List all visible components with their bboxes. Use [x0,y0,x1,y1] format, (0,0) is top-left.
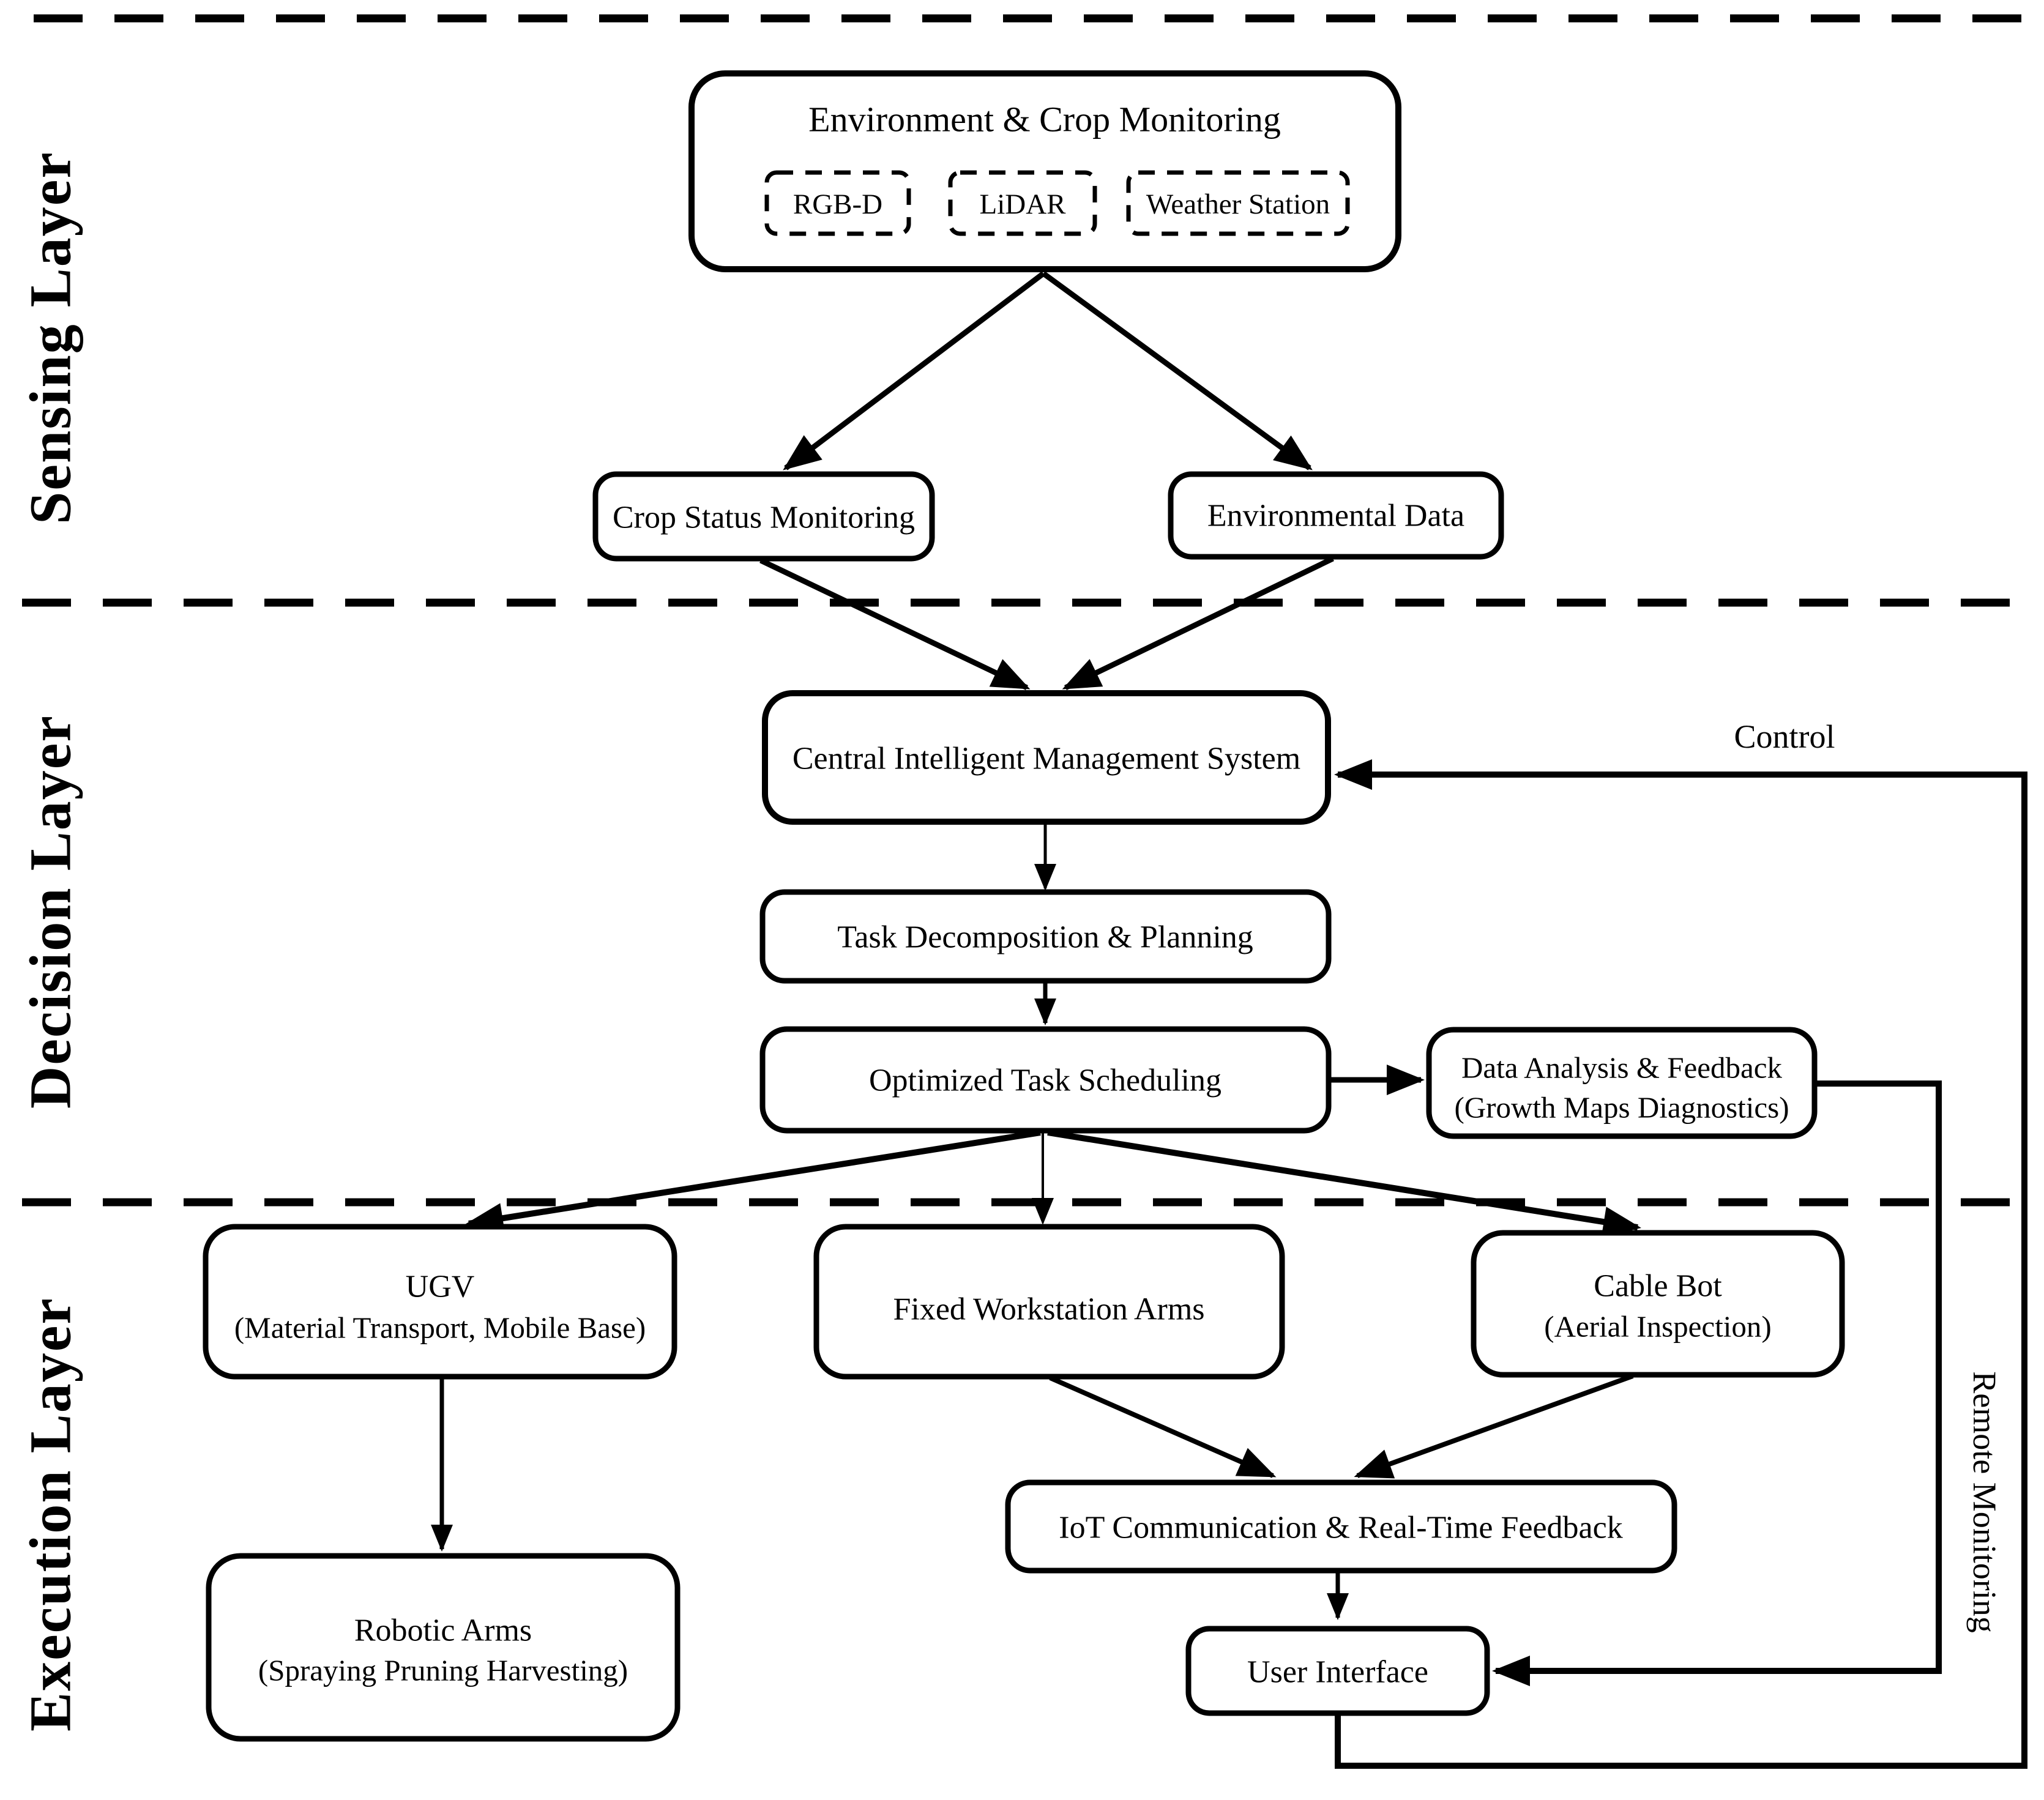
node-data-analysis-feedback-box [1426,1027,1818,1139]
node-crop-status-monitoring-label: Crop Status Monitoring [613,500,915,535]
node-environmental-data-box [1168,471,1504,560]
node-robotic-arms-box [206,1553,681,1742]
layer-label-sensing: Sensing Layer [18,151,83,524]
layer-label-decision: Decision Layer [18,715,83,1109]
node-cable-bot-line2: (Aerial Inspection) [1544,1310,1771,1344]
node-central-intelligent-management-system: Central Intelligent Management System [762,690,1331,825]
node-iot-communication-box [1005,1479,1677,1574]
node-optimized-task-scheduling-box [759,1026,1332,1134]
node-central-intelligent-management-system-label: Central Intelligent Management System [793,742,1300,776]
sensor-chip-weather-station: Weather Station [1126,170,1350,236]
node-data-analysis-feedback: Data Analysis & Feedback (Growth Maps Di… [1426,1027,1818,1139]
node-environmental-data-label: Environmental Data [1207,499,1464,534]
node-iot-communication: IoT Communication & Real-Time Feedback [1005,1479,1677,1574]
node-ugv: UGV (Material Transport, Mobile Base) [203,1224,677,1380]
sensor-chip-lidar: LiDAR [948,170,1097,236]
sensor-chip-weather-station-box [1126,170,1350,236]
node-robotic-arms-line2: (Spraying Pruning Harvesting) [258,1654,628,1687]
node-ugv-box [203,1224,677,1380]
node-environment-crop-monitoring-title: Environment & Crop Monitoring [808,100,1281,139]
node-robotic-arms: Robotic Arms (Spraying Pruning Harvestin… [206,1553,681,1742]
edges [431,271,2027,1769]
node-optimized-task-scheduling-label: Optimized Task Scheduling [869,1063,1222,1098]
control-edge-label: Control [1734,718,1835,755]
node-crop-status-monitoring: Crop Status Monitoring [592,471,935,562]
edge-crop-status-to-cims [759,557,1031,691]
node-optimized-task-scheduling: Optimized Task Scheduling [759,1026,1332,1134]
node-central-intelligent-management-system-box [762,690,1331,825]
node-data-analysis-feedback-line1: Data Analysis & Feedback [1461,1051,1782,1085]
sensor-chip-rgbd-box [764,170,911,236]
node-cable-bot-box [1471,1230,1845,1378]
remote-monitoring-edge-label: Remote Monitoring [1966,1371,2003,1632]
sensor-chip-rgbd: RGB-D [764,170,911,236]
node-task-decomposition-planning: Task Decomposition & Planning [759,889,1332,984]
layer-label-execution: Execution Layer [18,1297,83,1731]
edge-env-to-crop-status [783,271,1045,470]
edge-data-analysis-to-user-interface [1492,1080,1942,1686]
edge-user-interface-to-cims [1334,759,2027,1769]
node-fixed-workstation-arms: Fixed Workstation Arms [813,1224,1285,1380]
node-cable-bot-line1: Cable Bot [1594,1269,1722,1304]
node-fixed-workstation-arms-label: Fixed Workstation Arms [893,1292,1204,1327]
node-user-interface-box [1185,1626,1490,1716]
node-ugv-line2: (Material Transport, Mobile Base) [234,1311,646,1345]
node-user-interface: User Interface [1185,1626,1490,1716]
node-fixed-workstation-arms-box [813,1224,1285,1380]
node-environment-crop-monitoring: Environment & Crop Monitoring RGB-D LiDA… [688,70,1401,272]
node-crop-status-monitoring-box [592,471,935,562]
edge-fixed-arms-to-iot [1049,1375,1277,1478]
node-ugv-line1: UGV [406,1270,475,1304]
edge-scheduling-to-ugv [465,1129,1041,1233]
node-iot-communication-label: IoT Communication & Real-Time Feedback [1059,1511,1622,1545]
edge-cable-bot-to-iot [1354,1374,1634,1479]
node-task-decomposition-planning-box [759,889,1332,984]
sensor-chip-lidar-label: LiDAR [980,188,1067,220]
node-robotic-arms-line1: Robotic Arms [354,1613,532,1648]
edge-scheduling-to-cable-bot [1047,1129,1641,1237]
sensor-chip-weather-station-label: Weather Station [1146,188,1330,220]
edge-env-to-environmental-data [1042,271,1313,470]
node-cable-bot: Cable Bot (Aerial Inspection) [1471,1230,1845,1378]
edge-environmental-data-to-cims [1062,556,1334,691]
sensor-chip-rgbd-label: RGB-D [793,188,882,220]
node-data-analysis-feedback-line2: (Growth Maps Diagnostics) [1454,1091,1789,1125]
node-environmental-data: Environmental Data [1168,471,1504,560]
sensor-chip-lidar-box [948,170,1097,236]
node-user-interface-label: User Interface [1247,1655,1428,1690]
node-task-decomposition-planning-label: Task Decomposition & Planning [837,920,1253,955]
